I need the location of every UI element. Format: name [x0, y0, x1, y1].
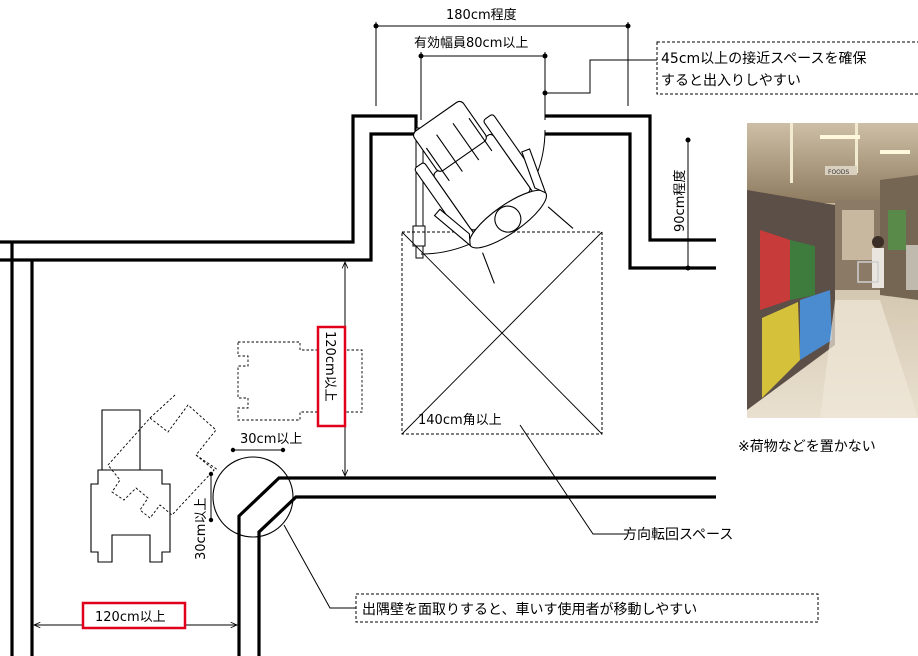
chamfer-horizontal-label: 30cm以上: [240, 432, 302, 447]
turning-space-label: 方向転回スペース: [623, 527, 733, 543]
chamfer-circle: [212, 456, 294, 538]
store-sign-text: FOODS: [828, 169, 850, 176]
wheelchair-front-icon: [90, 409, 171, 563]
dimension-lines: [34, 22, 716, 625]
wall-depth-label: 90cm程度: [672, 170, 688, 232]
wheelchair-top-icon: [413, 100, 574, 284]
approach-note-line-1: 45cm以上の接近スペースを確保: [661, 50, 866, 67]
store-aisle-photo: FOODS: [747, 123, 918, 418]
corridor-horizontal-label: 120cm以上: [95, 610, 166, 625]
wall-right-upper-outer: [545, 114, 716, 242]
dimension-dots: [373, 23, 691, 271]
wheelchair-ghost-icon: [107, 341, 363, 519]
chamfer-note-box: [355, 593, 819, 623]
wall-left-upper-inner: [0, 132, 416, 262]
turning-space-leader: [519, 424, 627, 535]
wall-corner-outer: [237, 476, 716, 656]
chamfer-vertical-label: 30cm以上: [194, 498, 209, 560]
wall-left-upper-outer: [0, 114, 418, 244]
chamfer-note-text: 出隅壁を面取りすると、車いす使用者が移動しやすい: [362, 601, 697, 618]
photo-caption: ※荷物などを置かない: [738, 439, 876, 455]
dim-dot: [208, 517, 214, 523]
chamfer-note-leader: [283, 524, 356, 609]
dim-dot: [230, 447, 236, 453]
corridor-horizontal-highlight: [81, 601, 187, 630]
wall-right-upper-inner: [545, 132, 716, 270]
turning-diagonal-2: [401, 231, 603, 435]
dim-dot: [208, 471, 214, 477]
corridor-vertical-highlight: [316, 325, 347, 428]
door-handle: [412, 225, 426, 247]
door-effective-width-label: 有効幅員80cm以上: [414, 36, 528, 51]
turning-space: [401, 231, 603, 435]
dim-dot: [280, 447, 286, 453]
turning-square-label: 140cm角以上: [418, 413, 502, 428]
approach-note-line-2: すると出入りしやすい: [661, 73, 801, 89]
wall-corner-inner: [257, 495, 716, 656]
walls: [0, 114, 716, 656]
approach-space-note-box: [656, 41, 918, 95]
door-total-width-label: 180cm程度: [446, 7, 517, 23]
corridor-vertical-label: 120cm以上: [322, 331, 337, 402]
